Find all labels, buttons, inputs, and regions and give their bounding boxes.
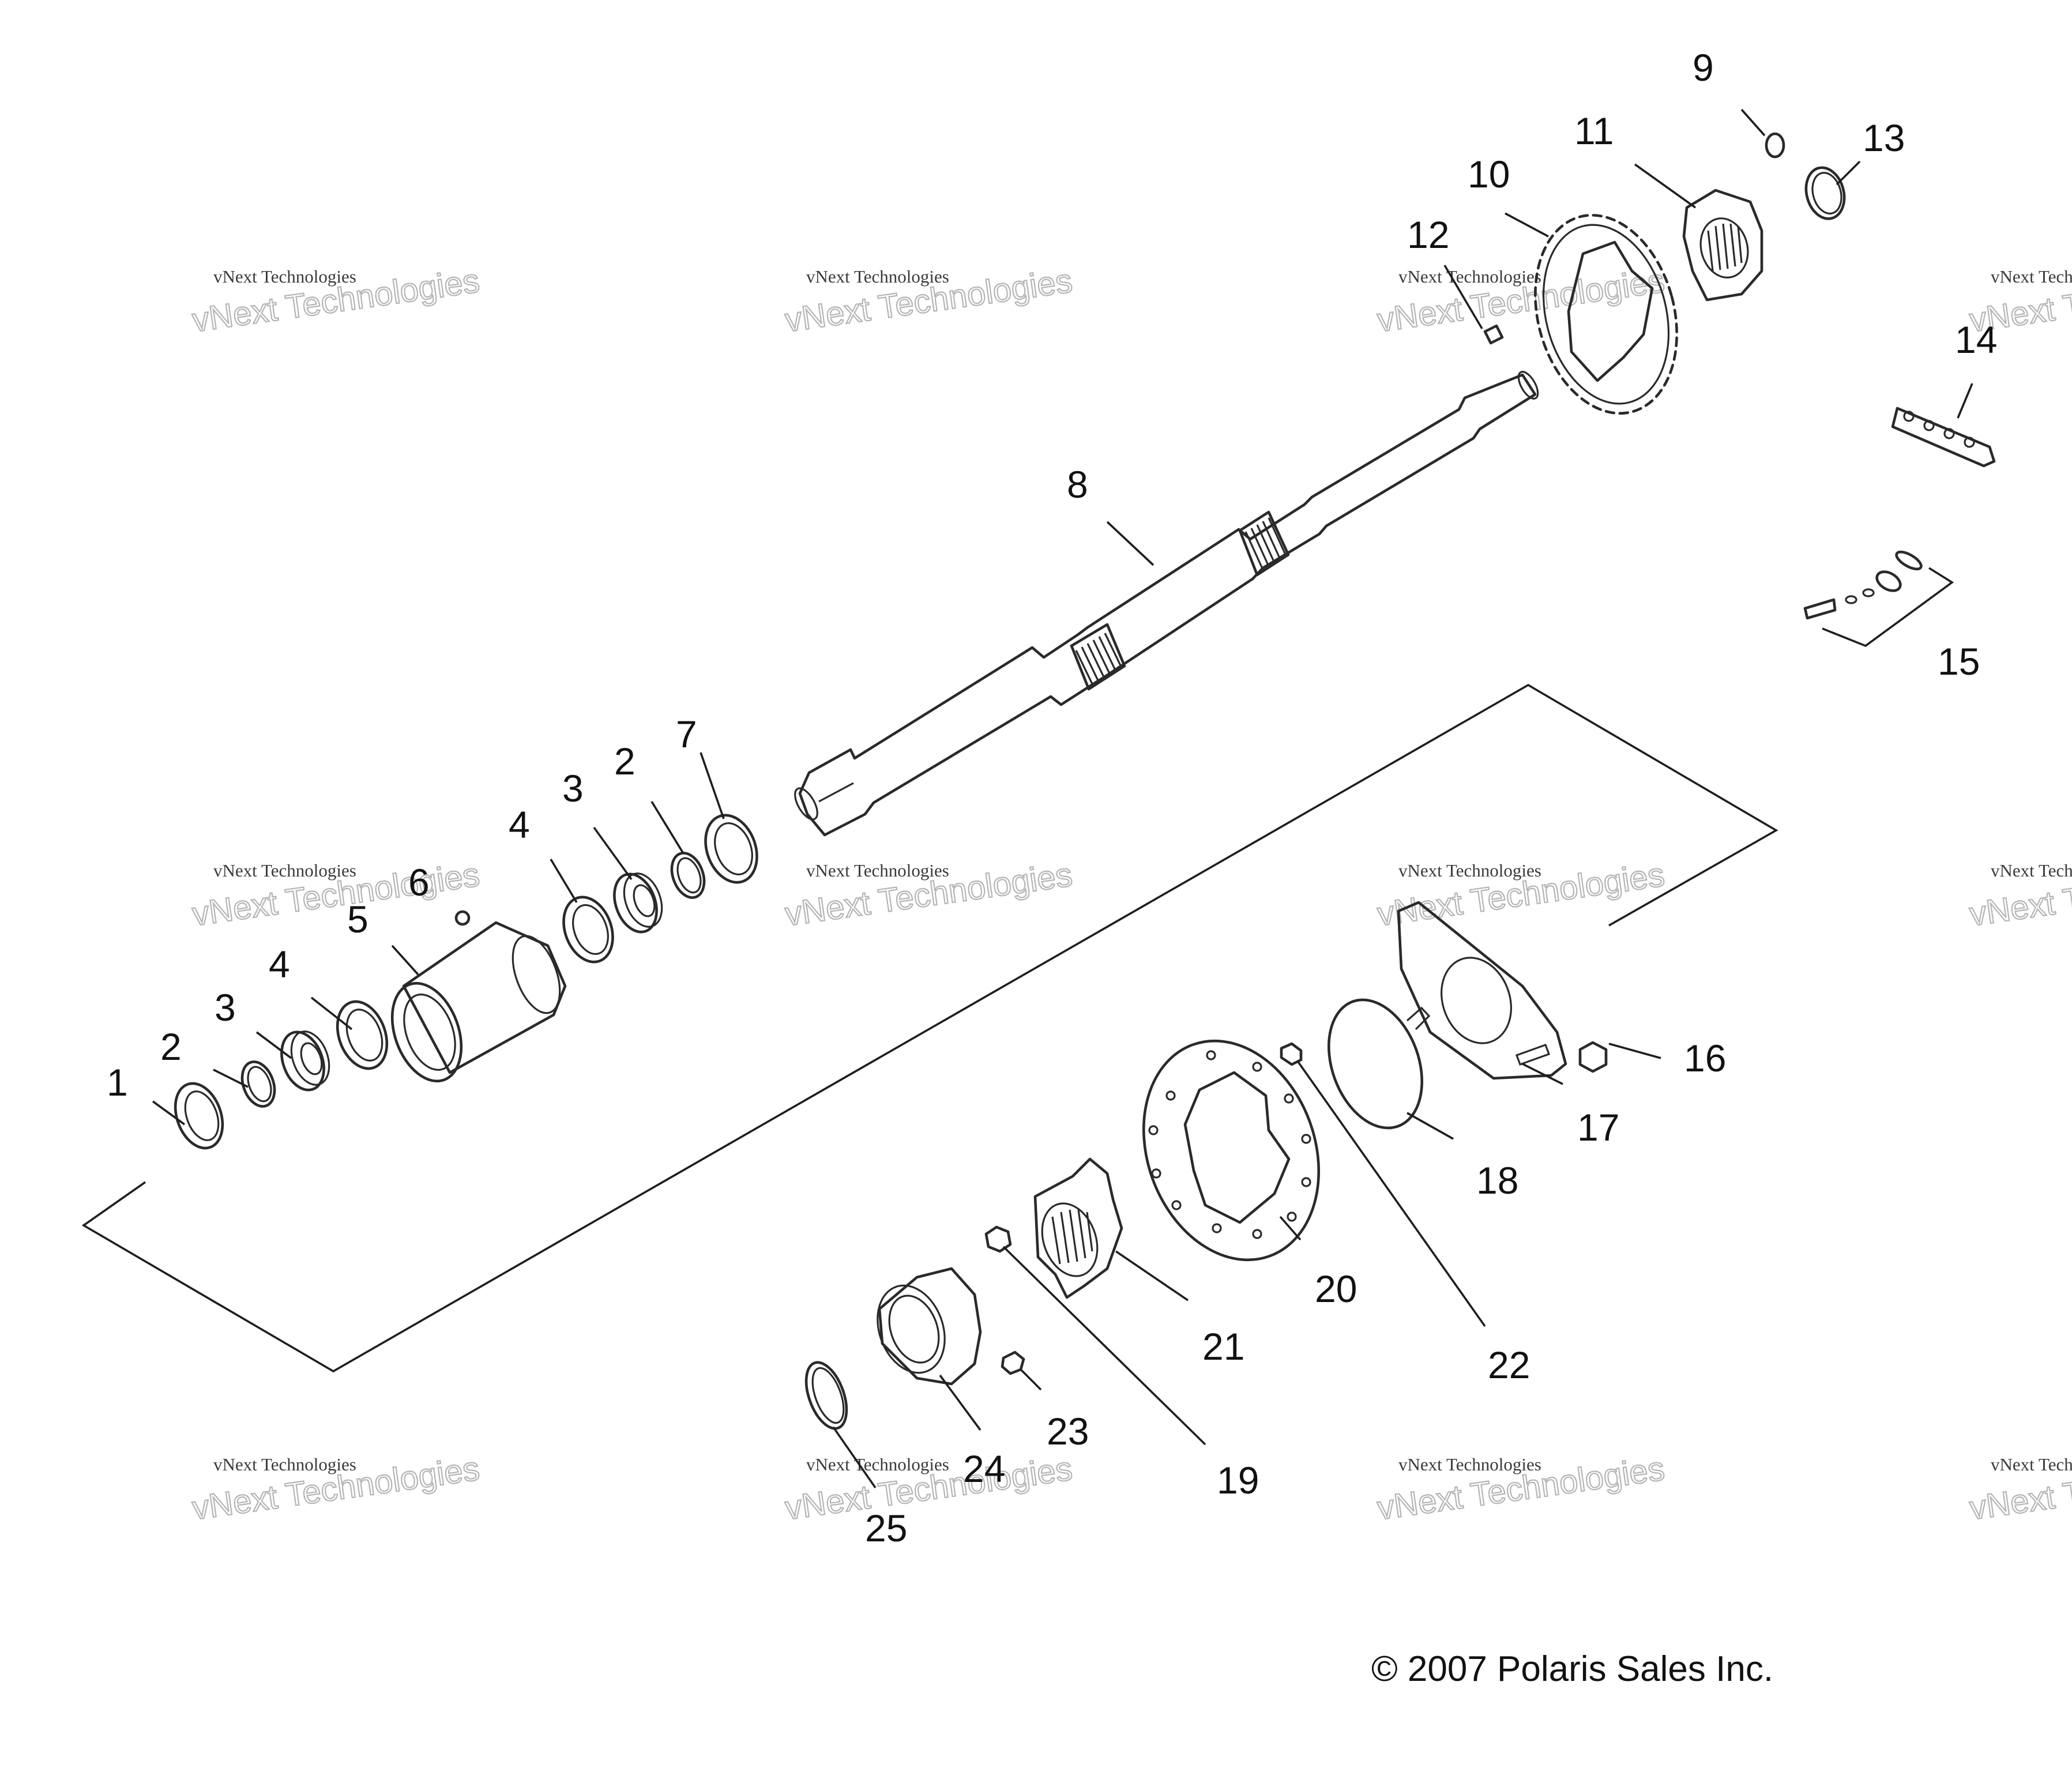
callout-20: 20 [1315,1267,1357,1310]
watermark: vNext Technologies vNext Technologies [782,261,1075,340]
nut-16 [1578,1041,1608,1073]
axle-shaft [794,371,1539,837]
watermark: vNext Technologies vNext Technologies [1374,1449,1667,1528]
retaining-ring-18 [1327,998,1431,1130]
callout-15: 15 [1938,640,1980,683]
callout-7: 7 [676,713,697,755]
o-ring-25 [804,1361,848,1430]
seal-1 [174,1082,224,1150]
svg-text:vNext Technologies: vNext Technologies [213,1454,356,1474]
watermark-layer: vNext Technologies vNext Technologies vN… [189,261,2072,1528]
snap-ring-2-upper [670,852,706,899]
callout-2-upper: 2 [614,740,635,782]
race-4-upper [562,896,614,964]
watermark: vNext Technologies vNext Technologies [1966,261,2072,340]
callout-12: 12 [1407,213,1449,256]
watermark: vNext Technologies vNext Technologies [189,261,482,340]
svg-text:vNext Technologies: vNext Technologies [1398,1454,1541,1474]
callout-10: 10 [1468,153,1510,195]
callout-4-lower: 4 [269,943,290,985]
watermark: vNext Technologies vNext Technologies [189,1449,482,1528]
callout-labels: 1 2 3 4 5 6 4 3 2 7 8 9 10 11 12 13 14 1… [107,46,1997,1549]
callout-4-upper: 4 [509,803,530,846]
callout-3-lower: 3 [215,986,236,1029]
callout-22: 22 [1488,1344,1530,1386]
callout-17: 17 [1577,1106,1619,1149]
svg-text:vNext Technologies: vNext Technologies [806,266,949,287]
svg-text:vNext Technologies: vNext Technologies [1991,1454,2072,1474]
fitting-6 [454,910,471,926]
copyright-notice: © 2007 Polaris Sales Inc. [1371,1649,1773,1689]
watermark: vNext Technologies vNext Technologies [1966,855,2072,934]
bolt-22 [1280,1042,1303,1066]
watermark: vNext Technologies vNext Technologies [1374,261,1667,340]
assembly-bracket [81,683,1778,1373]
svg-text:vNext Technologies: vNext Technologies [1398,860,1541,881]
svg-text:vNext Technologies: vNext Technologies [213,860,356,881]
callout-8: 8 [1067,463,1088,506]
callout-3-upper: 3 [562,767,584,810]
watermark: vNext Technologies vNext Technologies [782,855,1075,934]
nut-19 [984,1225,1012,1253]
callout-21: 21 [1202,1325,1244,1368]
sprocket-hub-11 [1682,189,1763,302]
brake-disc-20 [1142,1039,1321,1262]
watermark: vNext Technologies vNext Technologies [189,855,482,934]
sprocket-10 [1534,213,1678,415]
svg-text:vNext Technologies: vNext Technologies [1991,860,2072,881]
callout-1: 1 [107,1061,128,1104]
bearing-3-upper [613,872,663,934]
chain-14 [1891,407,1996,468]
callout-5: 5 [347,898,368,940]
race-4-lower [336,1000,389,1070]
callout-11: 11 [1574,110,1614,152]
watermark: vNext Technologies vNext Technologies [1374,855,1667,934]
callout-16: 16 [1684,1037,1726,1079]
callout-19: 19 [1217,1459,1259,1502]
ring-13 [1804,166,1846,220]
callout-14: 14 [1955,318,1997,361]
brake-housing-24 [877,1267,982,1386]
brake-mount-17 [1397,901,1567,1080]
svg-text:vNext Technologies: vNext Technologies [806,860,949,881]
watermark: vNext Technologies vNext Technologies [1966,1449,2072,1528]
stud-12 [1483,324,1504,345]
callout-23: 23 [1047,1410,1089,1453]
master-link-15 [1803,550,1954,648]
bearing-carrier-5 [390,921,567,1083]
nut-9 [1765,132,1785,159]
svg-text:vNext Technologies: vNext Technologies [1398,266,1541,287]
callout-25: 25 [865,1507,907,1549]
bearing-3-lower [280,1030,330,1092]
leader-lines [152,108,1973,1489]
svg-text:vNext Technologies: vNext Technologies [806,1454,949,1474]
svg-text:vNext Technologies: vNext Technologies [1991,266,2072,287]
callout-2-lower: 2 [160,1025,182,1068]
seal-7 [704,814,758,884]
svg-text:vNext Technologies: vNext Technologies [213,266,356,287]
callout-18: 18 [1476,1159,1518,1202]
callout-9: 9 [1693,46,1714,89]
snap-ring-2-lower [240,1060,276,1108]
callout-24: 24 [963,1447,1005,1490]
callout-6: 6 [408,861,430,904]
callout-13: 13 [1863,116,1905,159]
watermark: vNext Technologies vNext Technologies [782,1449,1075,1528]
brake-hub-21 [1033,1157,1123,1299]
